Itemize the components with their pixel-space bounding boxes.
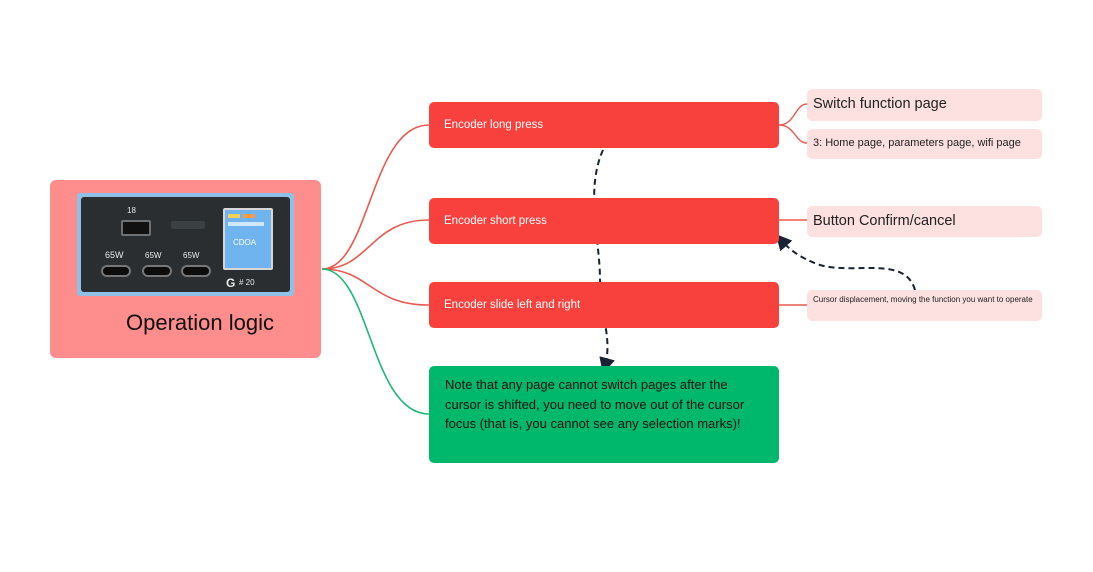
- branch-encoder-long-press[interactable]: Encoder long press: [429, 102, 779, 148]
- usb-c-port-2: [142, 265, 172, 277]
- connector-root-long-press: [321, 124, 430, 270]
- connector-root-slide: [321, 268, 430, 306]
- connector-long-press-leaf-1: [778, 103, 808, 126]
- usb-c-port-label-2: 65W: [145, 251, 162, 260]
- dashed-arrow-long-press-to-note: [593, 149, 615, 374]
- leaf-cursor-displacement[interactable]: Cursor displacement, moving the function…: [807, 290, 1042, 321]
- branch-encoder-slide[interactable]: Encoder slide left and right: [429, 282, 779, 328]
- root-title: Operation logic: [126, 310, 274, 335]
- device-photo: 18 65W 65W 65W CDOA G # 20: [77, 193, 294, 296]
- branch-encoder-short-press[interactable]: Encoder short press: [429, 198, 779, 244]
- screen-bar: [243, 214, 255, 218]
- usb-c-port-3: [181, 265, 211, 277]
- connector-root-short-press: [321, 219, 430, 270]
- usb-c-port-1: [101, 265, 131, 277]
- device-logo-icon: G: [226, 276, 236, 290]
- screen-text: CDOA: [233, 238, 257, 247]
- leaf-page-list[interactable]: 3: Home page, parameters page, wifi page: [807, 129, 1042, 159]
- usb-a-port: [121, 220, 151, 236]
- usb-a-port-label: 18: [127, 206, 136, 215]
- connector-long-press-leaf-2: [778, 124, 808, 144]
- device-badge: # 20: [239, 278, 255, 287]
- note-node[interactable]: Note that any page cannot switch pages a…: [429, 366, 779, 463]
- device-label-sticker: [171, 221, 205, 229]
- root-node[interactable]: 18 65W 65W 65W CDOA G # 20 Operation l: [50, 180, 321, 358]
- connector-root-note: [321, 268, 430, 415]
- usb-c-port-label-1: 65W: [105, 250, 124, 260]
- screen-bar: [228, 214, 240, 218]
- screen-bar: [228, 222, 264, 226]
- device-front-panel: 18 65W 65W 65W CDOA G # 20: [81, 197, 290, 292]
- dashed-arrow-cursor-to-short-press: [775, 234, 916, 291]
- usb-c-port-label-3: 65W: [183, 251, 200, 260]
- leaf-switch-function-page[interactable]: Switch function page: [807, 89, 1042, 121]
- device-screen: CDOA: [223, 208, 273, 270]
- leaf-button-confirm-cancel[interactable]: Button Confirm/cancel: [807, 206, 1042, 237]
